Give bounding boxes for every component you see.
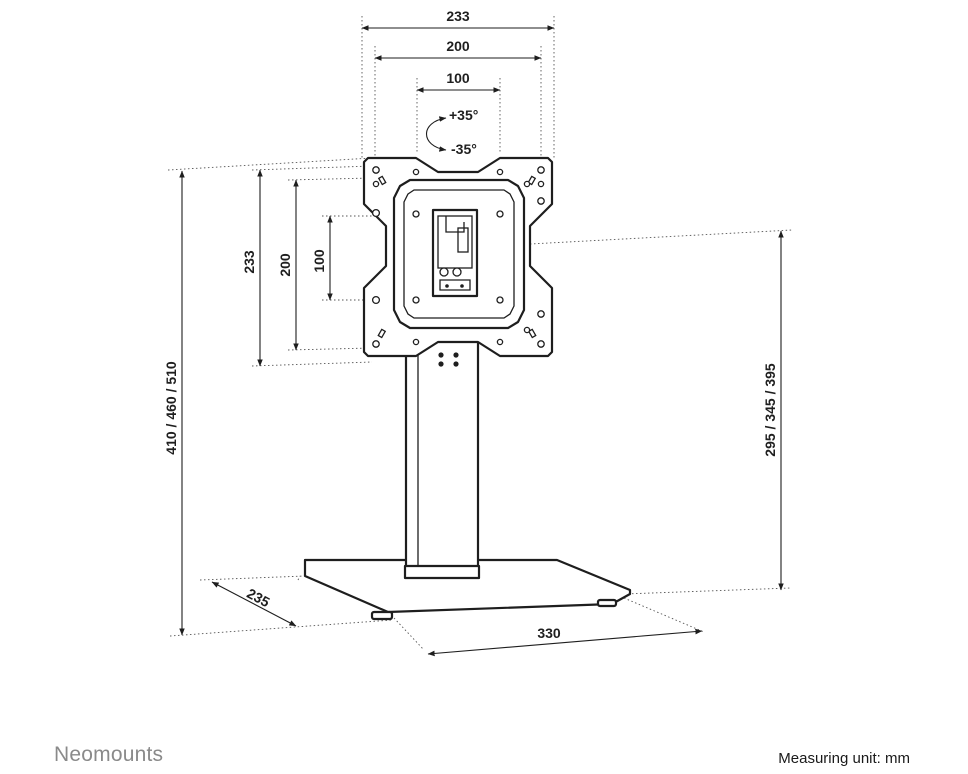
dim-base-width: 330: [537, 625, 561, 641]
measuring-unit-note: Measuring unit: mm: [778, 750, 910, 767]
dim-left-mid-height: 200: [277, 253, 293, 277]
vesa-plate: [362, 156, 554, 358]
dim-center-height: 295 / 345 / 395: [762, 363, 778, 457]
tilt-up-label: +35°: [449, 107, 478, 123]
dimension-lines: [179, 25, 784, 657]
tilt-down-label: -35°: [451, 141, 477, 157]
dim-total-height: 410 / 460 / 510: [163, 361, 179, 455]
brand-logo-text: Neomounts: [54, 743, 164, 766]
dim-base-depth: 235: [244, 585, 272, 610]
column: [403, 336, 481, 580]
dim-top-outer-width: 233: [446, 8, 470, 24]
dim-top-inner-width: 100: [446, 70, 470, 86]
dim-left-inner-height: 100: [311, 249, 327, 273]
dim-left-outer-height: 233: [241, 250, 257, 274]
dim-top-mid-width: 200: [446, 38, 470, 54]
extension-lines: [167, 16, 793, 651]
